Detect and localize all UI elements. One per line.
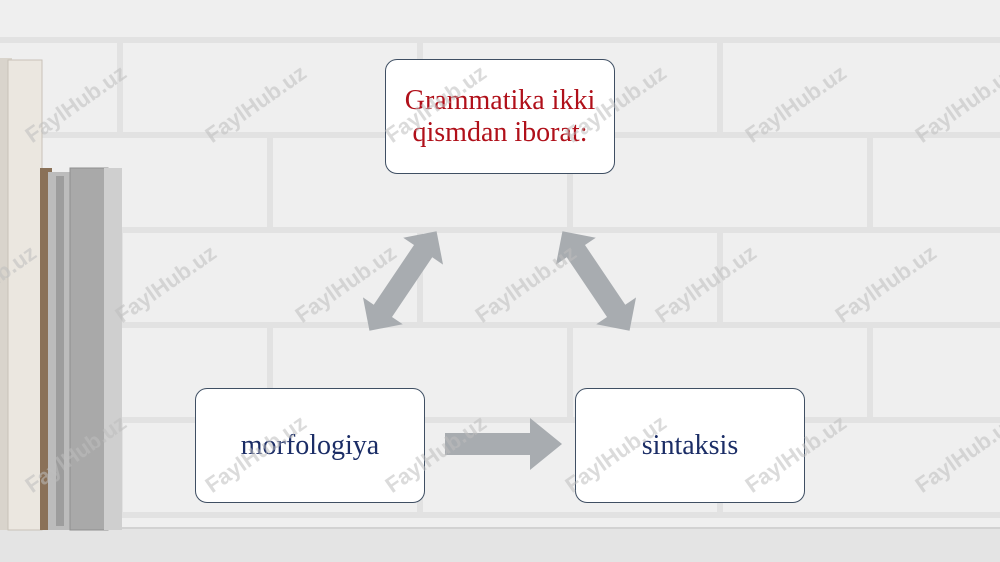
sintaksis-box: sintaksis (575, 388, 805, 503)
book-icon (0, 58, 122, 531)
morfologiya-box: morfologiya (195, 388, 425, 503)
sintaksis-label: sintaksis (641, 429, 739, 461)
title-line-2: qismdan iborat: (412, 116, 588, 148)
morfologiya-label: morfologiya (240, 429, 380, 461)
title-line-1: Grammatika ikki (404, 84, 596, 116)
shelf (0, 528, 1000, 562)
